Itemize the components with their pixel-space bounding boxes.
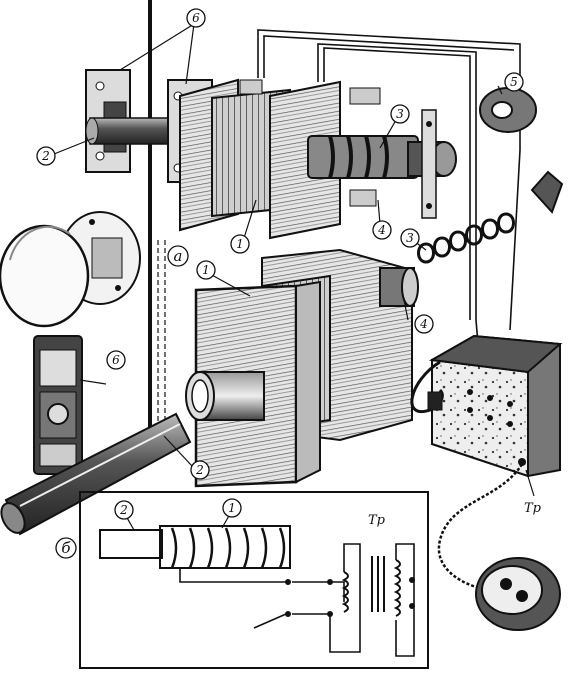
cone-cap <box>530 170 564 214</box>
label-six-lock: 6 <box>112 353 120 367</box>
assembled-device <box>85 69 457 240</box>
ring-part <box>479 87 537 133</box>
label-one-schematic: 1 <box>228 501 236 515</box>
label-two-top: 2 <box>41 149 50 163</box>
leader-lines <box>53 23 535 531</box>
label-two-schematic: 2 <box>119 503 128 517</box>
long-rod <box>0 412 192 536</box>
schematic-box <box>79 491 429 669</box>
label-a: а <box>174 247 183 265</box>
label-four-top: 4 <box>377 223 386 237</box>
label-tr-schematic: Тр <box>368 513 386 528</box>
label-three-top: 3 <box>396 107 404 121</box>
label-one-top: 1 <box>236 237 244 251</box>
label-one-middle: 1 <box>202 263 210 277</box>
label-four-middle: 4 <box>419 317 428 331</box>
connecting-wires <box>257 29 521 345</box>
part-labels: 6 2 1 3 4 3 5 а 1 4 6 2 б 2 1 Тр Тр <box>36 8 542 559</box>
door-knob <box>0 211 141 328</box>
label-tr-box: Тр <box>524 501 542 516</box>
label-six-top: 6 <box>192 11 200 25</box>
spring-part <box>417 212 515 264</box>
door-frame <box>148 0 166 440</box>
transformer-box <box>410 334 563 592</box>
label-two-rod: 2 <box>195 463 204 477</box>
core-assembly <box>185 248 419 488</box>
label-b: б <box>61 539 71 557</box>
label-five: 5 <box>510 75 518 89</box>
power-plug <box>475 557 561 631</box>
lock-plate <box>33 335 83 475</box>
label-three-spring: 3 <box>406 231 414 245</box>
